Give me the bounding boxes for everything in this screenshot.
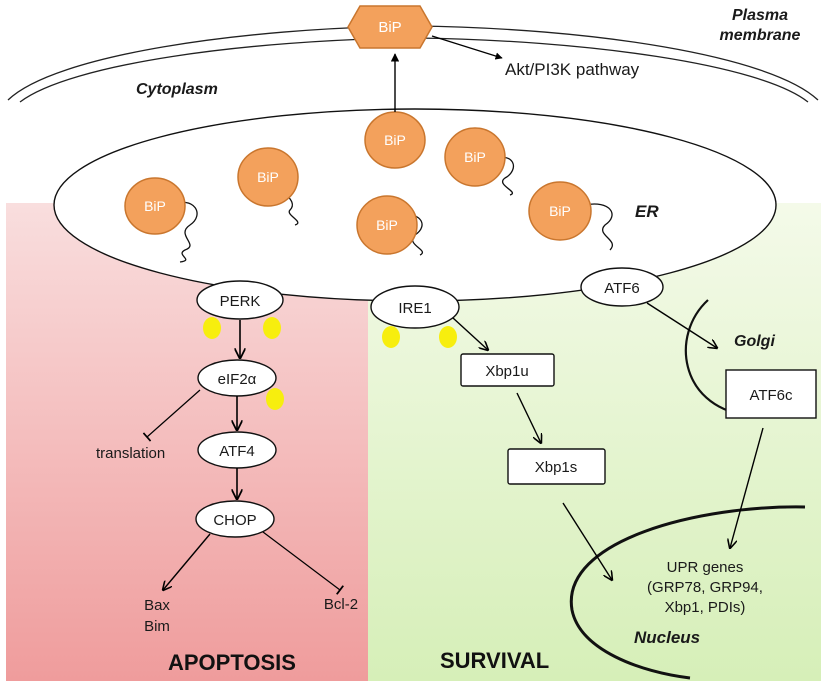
chop-label: CHOP [213, 512, 256, 529]
bax-label: Bax [144, 597, 170, 614]
arrow-atf6c-to-nucleus [730, 427, 764, 548]
ire1-node [370, 285, 460, 329]
chop-node [195, 500, 275, 538]
bip-er-labels: BiP BiP BiP BiP BiP BiP [144, 132, 571, 233]
arrow-ire1-to-xbp1u [452, 317, 488, 350]
arrow-chop-to-bax [163, 533, 211, 590]
upr-genes-line3: Xbp1, PDIs) [665, 599, 746, 616]
atf6-label: ATF6 [604, 280, 640, 297]
atf4-label: ATF4 [219, 443, 255, 460]
bip-label: BiP [464, 149, 486, 165]
atf6c-label: ATF6c [749, 387, 793, 404]
golgi-label: Golgi [734, 333, 775, 350]
inhibit-translation [142, 389, 201, 442]
er-label: ER [635, 202, 659, 221]
inhibit-bcl2 [262, 531, 344, 595]
arrow-xbp1s-to-nucleus [562, 502, 612, 580]
akt-pi3k-label: Akt/PI3K pathway [505, 60, 640, 79]
bip-label: BiP [549, 203, 571, 219]
eif2a-label: eIF2α [218, 371, 257, 388]
arrow-xbp1u-to-xbp1s [516, 392, 541, 443]
bip-label: BiP [376, 217, 398, 233]
nucleus-label: Nucleus [634, 628, 700, 647]
xbp1u-box [460, 353, 555, 387]
plasma-membrane-label-1: Plasma [732, 7, 788, 24]
translation-label: translation [96, 445, 165, 462]
nucleus-envelope [569, 505, 806, 680]
arrow-bip-to-akt [431, 35, 503, 60]
bcl2-label: Bcl-2 [324, 596, 358, 613]
ire1-label: IRE1 [398, 300, 431, 317]
phospho-dots [203, 317, 457, 410]
upr-genes-title: UPR genes [667, 559, 744, 576]
compartment-labels: Plasma membrane Cytoplasm ER Golgi Nucle… [136, 7, 801, 647]
bip-label: BiP [257, 169, 279, 185]
bip-surface-label: BiP [378, 19, 401, 36]
apoptosis-label: APOPTOSIS [168, 650, 296, 675]
atf6-node [580, 267, 664, 307]
bim-label: Bim [144, 618, 170, 635]
survival-label: SURVIVAL [440, 648, 549, 673]
cytoplasm-label: Cytoplasm [136, 81, 218, 98]
bip-label: BiP [384, 132, 406, 148]
xbp1u-label: Xbp1u [485, 363, 528, 380]
perk-label: PERK [220, 293, 261, 310]
upr-genes-line2: (GRP78, GRP94, [647, 579, 763, 596]
bip-label: BiP [144, 198, 166, 214]
perk-node [196, 280, 284, 320]
plasma-membrane-label-2: membrane [720, 27, 801, 44]
bip-surface-hexagon [347, 5, 433, 49]
arrow-atf6-to-golgi [646, 302, 717, 348]
xbp1s-label: Xbp1s [535, 459, 578, 476]
atf6c-box [725, 369, 817, 419]
golgi-membrane [684, 299, 746, 417]
xbp1s-box [507, 448, 606, 485]
bip-er-pool [124, 111, 592, 255]
